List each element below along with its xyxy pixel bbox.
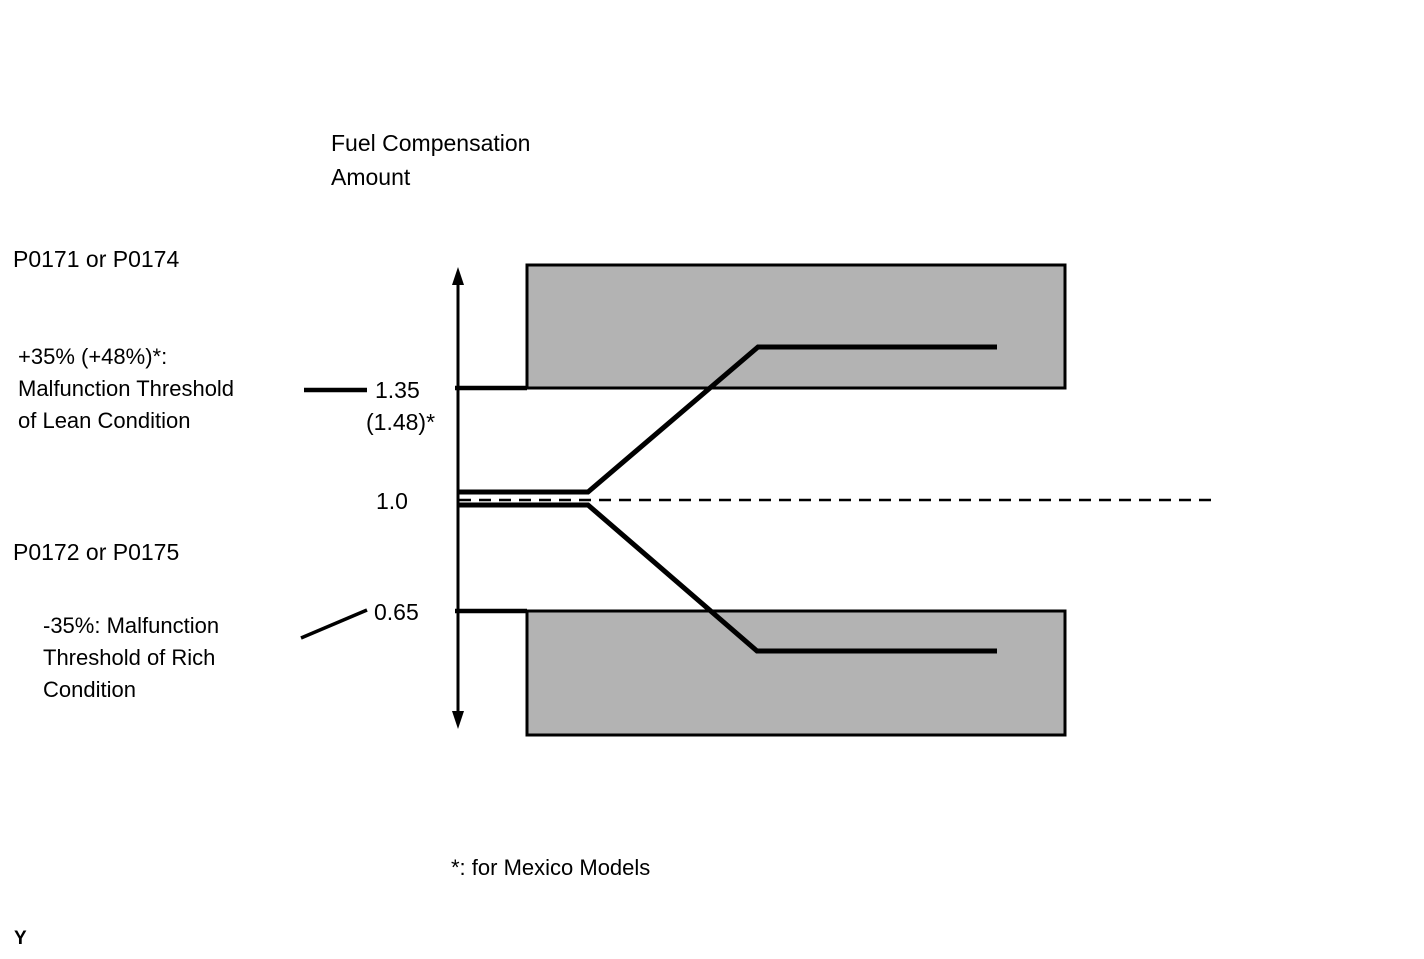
rich-threshold-value: 0.65 — [374, 599, 419, 625]
lean-dtc-label: P0171 or P0174 — [13, 246, 180, 272]
axis-title: Fuel Compensation Amount — [331, 130, 531, 190]
lean-drift-line — [459, 344, 997, 495]
lean-threshold-label: +35% (+48%)*: Malfunction Threshold of L… — [18, 344, 235, 433]
rich-drift-line — [459, 502, 997, 654]
y-axis-arrow-up-icon — [452, 267, 464, 285]
lean-threshold-value: 1.35 — [375, 377, 420, 403]
y-axis-arrow-down-icon — [452, 711, 464, 729]
lean-malfunction-zone — [525, 263, 1067, 390]
baseline-value: 1.0 — [376, 488, 408, 514]
rich-label-connector — [300, 608, 368, 640]
footnote: *: for Mexico Models — [451, 855, 651, 880]
rich-threshold-label: -35%: Malfunction Threshold of Rich Cond… — [43, 613, 220, 702]
lean-threshold-value-mexico: (1.48)* — [366, 409, 436, 435]
rich-dtc-label: P0172 or P0175 — [13, 539, 180, 565]
rich-malfunction-zone — [525, 609, 1067, 737]
page-marker: Y — [14, 928, 27, 949]
